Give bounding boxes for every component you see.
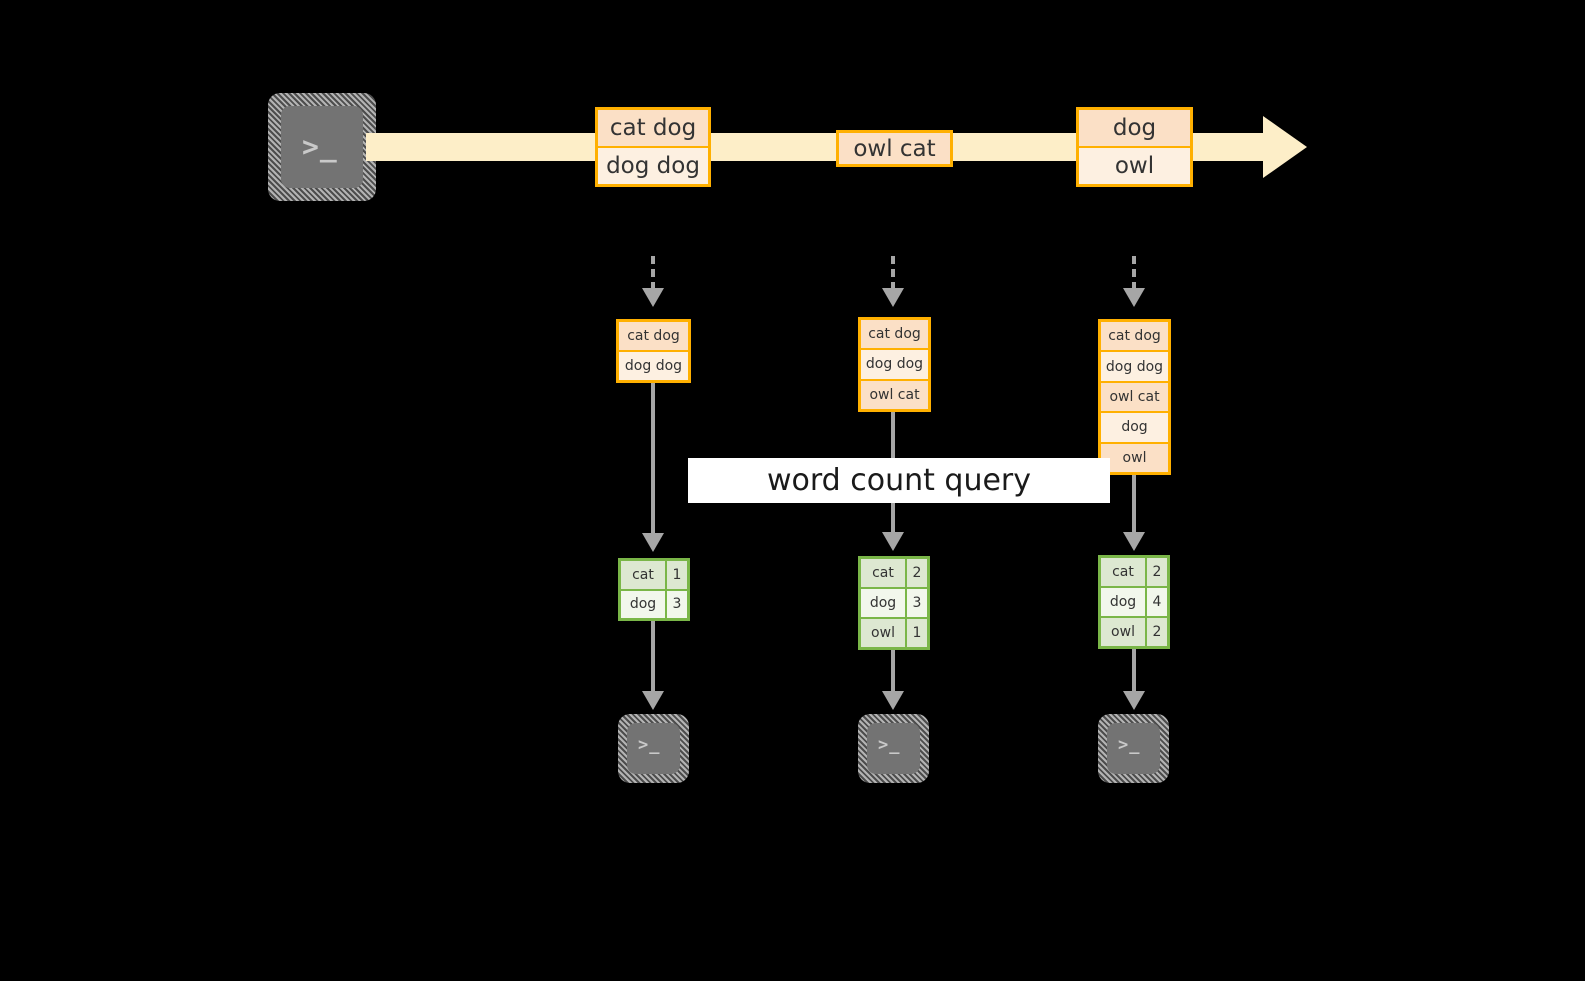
stream-arrow-head [1263,116,1307,178]
stream-event-line: owl [1079,146,1190,184]
result-row: cat 2 [1101,558,1167,586]
result-word: dog [1109,594,1137,610]
result-count: 1 [905,619,927,647]
sink-terminal-icon: >_ [1098,714,1169,783]
stream-event-line: dog [1079,110,1190,146]
terminal-face [627,723,680,774]
snapshot-input-line: cat dog [861,320,928,349]
result-row: cat 1 [621,561,687,589]
snapshot-input-box[interactable]: cat dog dog dog owl cat dog owl [1098,319,1171,475]
snapshot-input-line: cat dog [619,322,688,350]
sink-terminal-icon: >_ [618,714,689,783]
query-connector-line [1132,475,1136,534]
result-row: dog 3 [861,587,927,617]
result-count: 2 [1145,618,1167,646]
sink-connector-arrow-icon [882,691,904,710]
result-count: 2 [905,559,927,587]
snapshot-input-line: owl [1101,441,1168,473]
dashed-arrow-head-icon [1123,288,1145,307]
snapshot-input-line: cat dog [1101,322,1168,351]
snapshot-input-line: dog [1101,411,1168,441]
terminal-prompt-glyph: >_ [1118,735,1141,755]
query-connector-arrow-icon [882,532,904,551]
snapshot-input-line: dog dog [1101,350,1168,380]
terminal-prompt-glyph: >_ [878,735,901,755]
result-word: cat [621,561,665,589]
sink-connector-line [1132,649,1136,693]
result-count: 2 [1145,558,1167,586]
result-word: dog [869,595,897,611]
result-row: owl 2 [1101,616,1167,646]
result-row: dog 4 [1101,586,1167,616]
sink-terminal-icon: >_ [858,714,929,783]
sink-connector-arrow-icon [1123,691,1145,710]
result-word: owl [861,619,905,647]
result-count: 1 [665,561,687,589]
snapshot-input-line: owl cat [861,378,928,409]
result-table[interactable]: cat 2 dog 3 owl 1 [858,556,930,650]
dashed-arrow-down-icon [651,256,655,290]
result-count: 3 [665,590,687,618]
result-row: dog 3 [621,588,687,618]
snapshot-input-line: dog dog [619,350,688,380]
result-row: cat 2 [861,559,927,587]
snapshot-input-line: owl cat [1101,380,1168,412]
result-word: owl [1101,618,1145,646]
stream-event-line: owl cat [839,133,950,164]
snapshot-input-box[interactable]: cat dog dog dog owl cat [858,317,931,412]
snapshot-input-box[interactable]: cat dog dog dog [616,319,691,383]
terminal-prompt-glyph: >_ [638,735,661,755]
terminal-face [281,106,363,188]
result-count: 4 [1145,588,1167,616]
sink-connector-line [651,621,655,693]
terminal-face [1107,723,1160,774]
dashed-arrow-down-icon [891,256,895,290]
result-table[interactable]: cat 1 dog 3 [618,558,690,621]
query-label: word count query [688,458,1110,503]
stream-event-line: cat dog [598,110,708,146]
terminal-face [867,723,920,774]
dashed-arrow-down-icon [1132,256,1136,290]
result-word: dog [629,596,657,613]
dashed-arrow-head-icon [642,288,664,307]
source-terminal-icon: >_ [268,93,376,201]
query-connector-arrow-icon [1123,532,1145,551]
terminal-prompt-glyph: >_ [302,130,338,163]
snapshot-input-line: dog dog [861,348,928,378]
dashed-arrow-head-icon [882,288,904,307]
stream-event-line: dog dog [598,146,708,184]
stream-event-box[interactable]: dog owl [1076,107,1193,187]
stream-event-box[interactable]: owl cat [836,130,953,167]
sink-connector-arrow-icon [642,691,664,710]
result-table[interactable]: cat 2 dog 4 owl 2 [1098,555,1170,649]
stream-event-box[interactable]: cat dog dog dog [595,107,711,187]
sink-connector-line [891,650,895,693]
result-count: 3 [905,589,927,617]
query-connector-arrow-icon [642,533,664,552]
result-row: owl 1 [861,617,927,647]
query-connector-line [651,383,655,535]
result-word: cat [861,559,905,587]
result-word: cat [1101,558,1145,586]
